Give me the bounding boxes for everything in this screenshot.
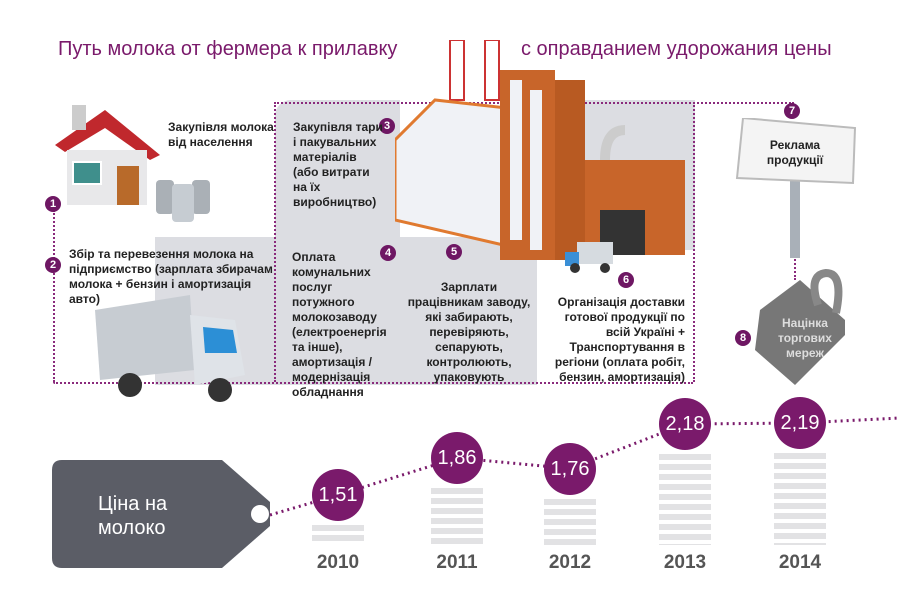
- truck-icon: [95, 295, 255, 405]
- step2-badge: 2: [45, 257, 61, 273]
- step7-badge: 7: [784, 103, 800, 119]
- step7-text: Реклама продукції: [766, 138, 824, 167]
- step3-text: Закупівля тари і пакувальних матеріалів …: [293, 120, 383, 209]
- house-icon: [45, 100, 165, 210]
- price-column: [431, 483, 483, 545]
- step4-text: Оплата комунальних послуг потужного моло…: [292, 250, 387, 399]
- step2-text: Збір та перевезення молока на підприємст…: [69, 247, 273, 306]
- step8-text: Націнка торгових мереж: [778, 316, 832, 360]
- step5-badge: 5: [446, 244, 462, 260]
- year-label: 2013: [663, 552, 707, 573]
- year-label: 2011: [436, 552, 478, 573]
- price-tag: [52, 460, 282, 568]
- price-point: 1,51: [312, 469, 364, 521]
- step1-text: Закупівля молока від населення: [168, 120, 274, 149]
- flow-line: [274, 102, 276, 382]
- year-label: 2012: [548, 552, 592, 573]
- title-left: Путь молока от фермера к прилавку: [58, 38, 398, 60]
- price-point: 2,19: [774, 397, 826, 449]
- retail-tag-icon: [750, 265, 850, 390]
- price-column: [774, 449, 826, 545]
- flow-line: [794, 240, 796, 280]
- price-column: [312, 521, 364, 545]
- delivery-van-icon: [565, 240, 615, 275]
- price-tag-label: Ціна на молоко: [98, 493, 168, 539]
- milk-cans-icon: [152, 172, 217, 222]
- factory-icon: [393, 39, 695, 270]
- step6-text: Організація доставки готової продукції п…: [554, 295, 685, 384]
- step8-badge: 8: [735, 330, 751, 346]
- step5-text: Зарплати працівникам заводу, які забираю…: [407, 280, 531, 384]
- price-column: [544, 494, 596, 545]
- billboard-icon: [735, 116, 860, 258]
- title-right: с оправданием удорожания цены: [521, 38, 832, 60]
- step1-badge: 1: [45, 196, 61, 212]
- flow-line: [53, 210, 55, 382]
- price-point: 1,76: [544, 442, 596, 495]
- year-label: 2014: [778, 552, 822, 573]
- price-column: [659, 450, 711, 545]
- flow-line: [53, 382, 693, 384]
- panel-step5: [400, 237, 537, 385]
- flow-line: [693, 102, 695, 382]
- price-point: 1,86: [431, 431, 483, 484]
- step6-badge: 6: [618, 272, 634, 288]
- step4-badge: 4: [380, 245, 396, 261]
- step3-badge: 3: [379, 118, 395, 134]
- price-point: 2,18: [659, 398, 711, 451]
- year-label: 2010: [316, 552, 360, 573]
